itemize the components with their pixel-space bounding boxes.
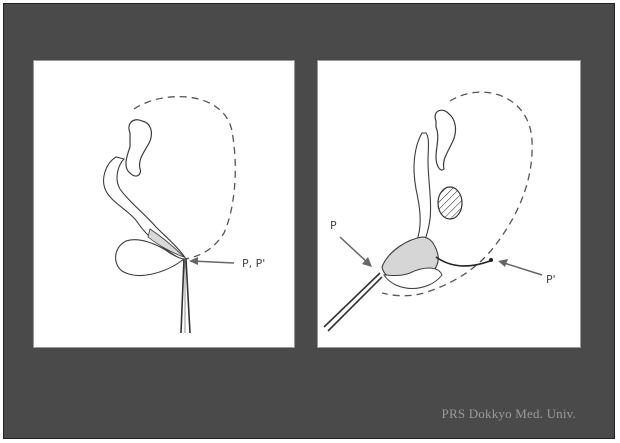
cartilage-fragment [435, 110, 455, 170]
slide: P, P' [3, 3, 615, 439]
point-p-prime [489, 258, 493, 262]
instrument-blade-1 [181, 259, 184, 333]
cartilage-strip [413, 133, 431, 253]
arrow-p [340, 237, 368, 263]
hatched-oval [438, 187, 462, 219]
instrument-blade-1 [324, 273, 380, 327]
credit-text: PRS Dokkyo Med. Univ. [442, 406, 576, 422]
cartilage-fragment [126, 120, 151, 176]
arrow-p-prime [504, 263, 542, 275]
arrow-pp-head [189, 257, 198, 265]
instrument-blade-2 [328, 277, 382, 331]
label-p-prime: P' [546, 273, 556, 286]
arrow-pp [192, 261, 234, 263]
left-ear-diagram: P, P' [34, 61, 296, 349]
incision-line [436, 257, 490, 266]
arrow-p-prime-head [498, 259, 508, 267]
label-p-pprime: P, P' [242, 257, 265, 270]
label-p: P [330, 219, 337, 232]
instrument-blade-2 [186, 259, 190, 333]
right-diagram-panel: P P' [317, 60, 581, 348]
right-ear-diagram: P P' [318, 61, 582, 349]
left-diagram-panel: P, P' [33, 60, 295, 348]
